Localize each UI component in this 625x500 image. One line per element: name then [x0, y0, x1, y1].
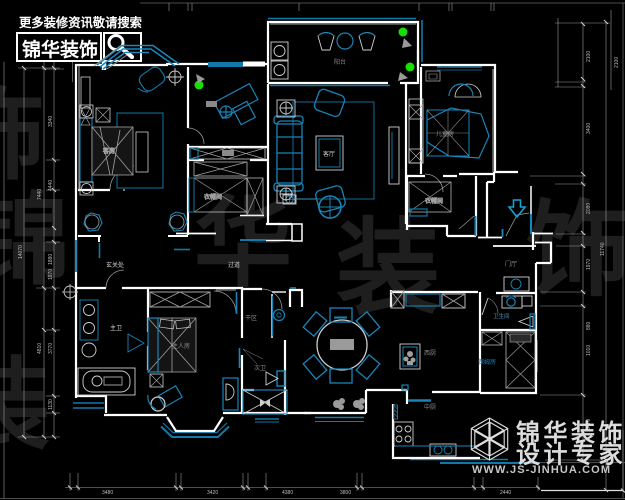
svg-text:2440: 2440 [500, 490, 511, 496]
svg-text:主卫: 主卫 [110, 324, 122, 332]
svg-text:衣帽间: 衣帽间 [425, 197, 443, 205]
svg-text:衣帽间: 衣帽间 [204, 193, 222, 201]
svg-text:玄关处: 玄关处 [106, 261, 124, 269]
svg-text:儿童房: 儿童房 [436, 130, 454, 138]
svg-text:门厅: 门厅 [505, 260, 517, 268]
svg-text:3420: 3420 [207, 490, 218, 496]
svg-text:西厨: 西厨 [424, 350, 436, 357]
svg-text:3480: 3480 [102, 490, 113, 496]
svg-text:4380: 4380 [282, 490, 293, 496]
svg-text:3470: 3470 [586, 419, 592, 430]
svg-text:锦华装饰: 锦华装饰 [516, 419, 625, 447]
svg-text:1970: 1970 [586, 259, 592, 270]
svg-text:饰: 饰 [526, 193, 625, 309]
svg-text:主人房: 主人房 [172, 342, 190, 350]
svg-text:设计专家: 设计专家 [516, 441, 625, 469]
svg-text:4810: 4810 [37, 343, 43, 354]
svg-text:装: 装 [336, 211, 440, 327]
svg-text:1010: 1010 [586, 345, 592, 356]
svg-text:3400: 3400 [586, 123, 592, 134]
svg-text:锦: 锦 [0, 185, 70, 297]
svg-text:880: 880 [586, 321, 592, 330]
svg-text:2100: 2100 [614, 57, 620, 68]
svg-text:锦华装饰: 锦华装饰 [22, 38, 98, 61]
svg-text:3770: 3770 [48, 343, 54, 354]
svg-text:装: 装 [0, 350, 50, 462]
svg-text:1130: 1130 [48, 399, 54, 410]
svg-text:次卫: 次卫 [254, 364, 266, 372]
svg-text:卫生间: 卫生间 [493, 312, 510, 320]
svg-text:11740: 11740 [600, 242, 606, 256]
svg-text:1970: 1970 [48, 269, 54, 280]
svg-text:7440: 7440 [37, 189, 43, 200]
svg-text:华: 华 [194, 188, 292, 298]
svg-text:保姆房: 保姆房 [478, 358, 496, 366]
svg-text:3800: 3800 [340, 490, 351, 496]
svg-text:阳台: 阳台 [334, 58, 346, 66]
svg-text:4440: 4440 [48, 180, 54, 191]
svg-text:饰: 饰 [0, 80, 45, 192]
svg-text:2100: 2100 [586, 51, 592, 62]
svg-text:更多装修资讯敬请搜索: 更多装修资讯敬请搜索 [19, 15, 142, 30]
svg-text:2080: 2080 [586, 203, 592, 214]
svg-text:干区: 干区 [245, 315, 257, 322]
svg-text:中厨: 中厨 [424, 403, 436, 411]
svg-text:3340: 3340 [48, 116, 54, 127]
svg-text:1880: 1880 [48, 254, 54, 265]
svg-text:客厅: 客厅 [323, 150, 335, 158]
svg-text:14070: 14070 [18, 245, 24, 259]
svg-text:客房: 客房 [103, 147, 115, 155]
svg-text:过道: 过道 [228, 261, 240, 269]
